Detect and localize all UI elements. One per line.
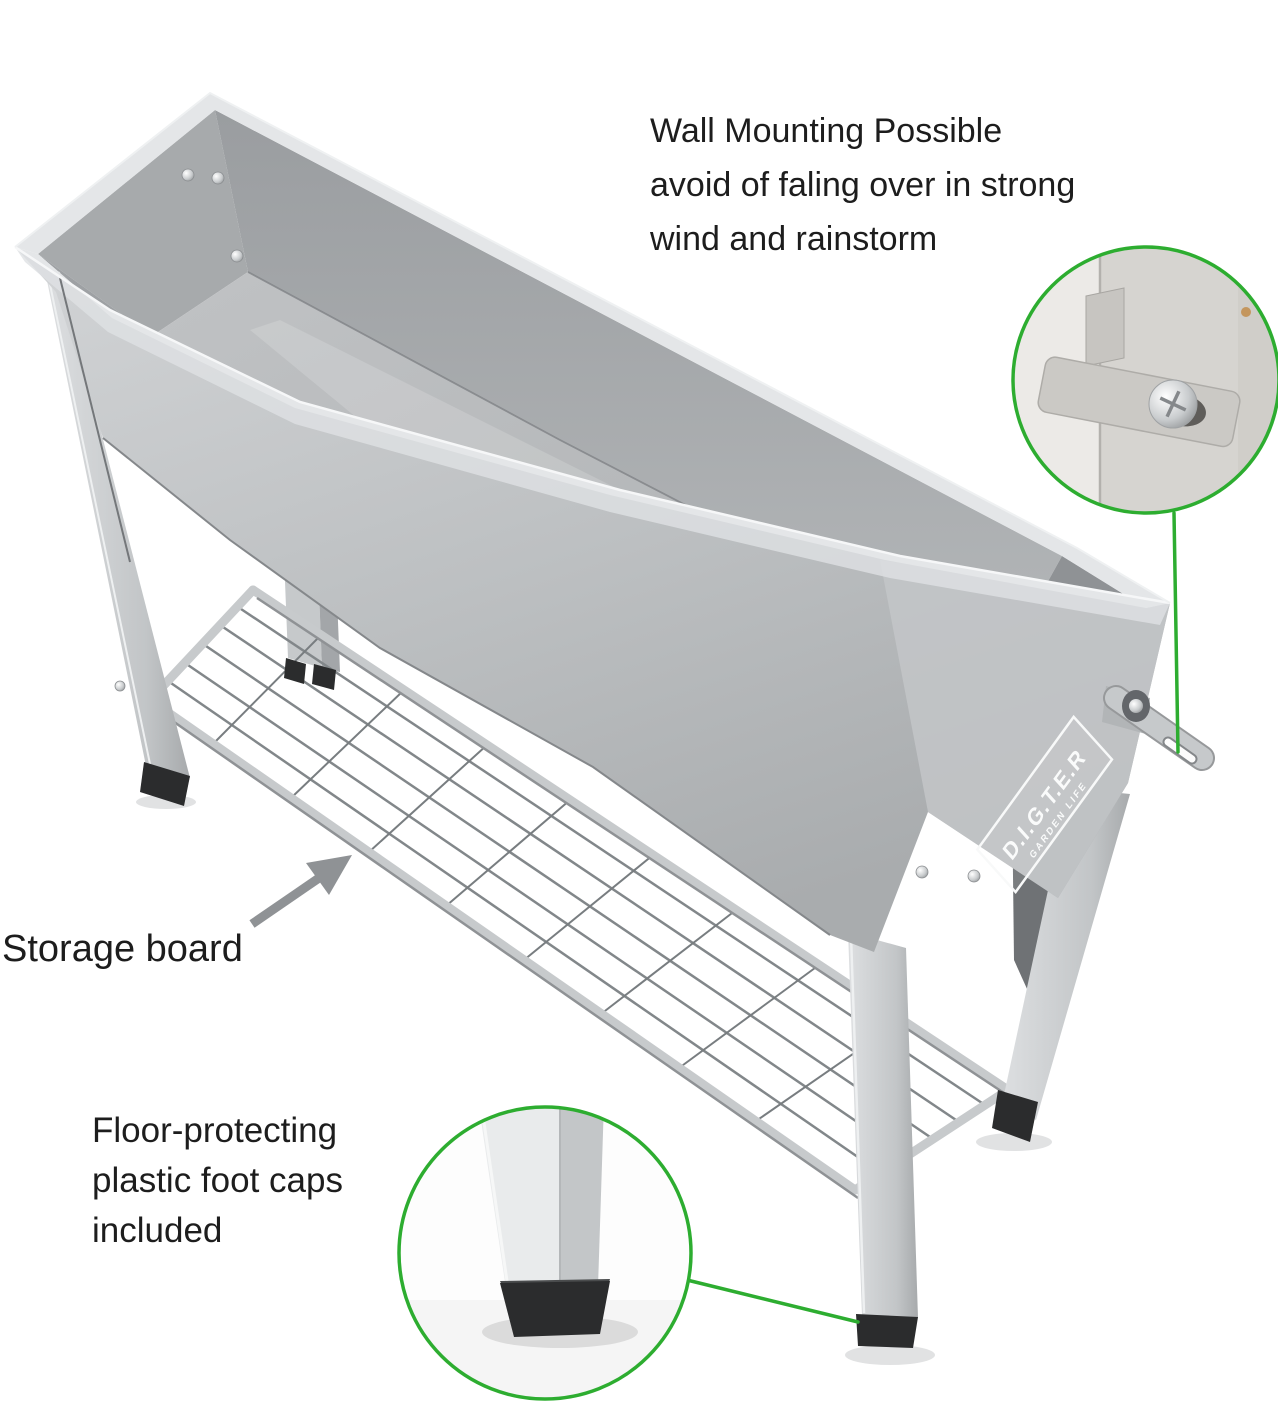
inset-foot-cap-detail xyxy=(397,1105,693,1401)
storage-board-arrow xyxy=(249,855,352,928)
foot-caps-caption: Floor-protecting plastic foot caps inclu… xyxy=(92,1106,343,1256)
callout-line-foot xyxy=(685,1278,860,1324)
storage-board-label: Storage board xyxy=(2,928,243,970)
foot-caps-line-1: Floor-protecting xyxy=(92,1111,338,1150)
storage-board-caption: Storage board xyxy=(2,926,243,972)
foot-caps-line-3: included xyxy=(92,1211,223,1250)
wall-mounting-line-1: Wall Mounting Possible xyxy=(650,112,1003,150)
front-left-foot-cap xyxy=(140,762,190,806)
trough-rim xyxy=(14,91,1171,608)
wall-mounting-line-2: avoid of faling over in strong xyxy=(650,166,1076,204)
front-right-leg xyxy=(848,932,918,1348)
storage-shelf xyxy=(145,585,1013,1200)
wall-mounting-caption: Wall Mounting Possible avoid of faling o… xyxy=(650,104,1075,266)
back-right-foot-cap xyxy=(992,1090,1038,1142)
inset-wall-bracket-detail xyxy=(1011,245,1278,515)
screw-cross-slot xyxy=(1159,390,1187,418)
callout-line-bracket xyxy=(1172,511,1180,754)
front-left-leg xyxy=(44,266,190,806)
inset-circle-bottom xyxy=(397,1105,693,1401)
wall-mounting-line-3: wind and rainstorm xyxy=(650,220,938,258)
front-right-foot-cap xyxy=(856,1314,918,1348)
support-post-feet xyxy=(284,658,336,690)
inset-circle-top xyxy=(1011,245,1278,515)
glint-dot xyxy=(1241,307,1251,317)
foot-caps-line-2: plastic foot caps xyxy=(92,1161,343,1200)
wall-mount-bracket xyxy=(1102,685,1215,771)
inset-foot-cap xyxy=(500,1281,610,1337)
